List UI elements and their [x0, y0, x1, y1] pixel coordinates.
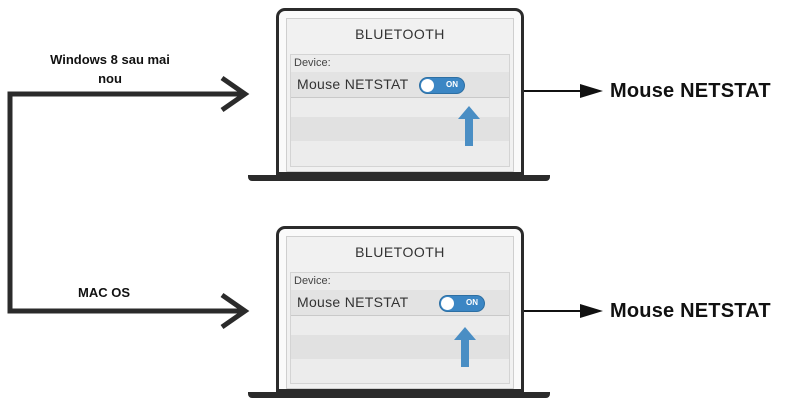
toggle-state: ON — [446, 80, 458, 89]
empty-row — [291, 335, 509, 359]
bluetooth-toggle[interactable]: ON — [439, 295, 485, 312]
device-panel: Device: Mouse NETSTAT ON — [290, 272, 510, 384]
bluetooth-toggle[interactable]: ON — [419, 77, 465, 94]
laptop-screen: BLUETOOTH Device: Mouse NETSTAT ON — [286, 236, 514, 389]
windows-label: Windows 8 sau mai nou — [50, 52, 170, 86]
mac-os-label: MAC OS — [78, 285, 130, 300]
laptop-lid: BLUETOOTH Device: Mouse NETSTAT ON — [276, 226, 524, 392]
bracket-connector — [7, 91, 242, 314]
windows-arrowhead — [220, 75, 250, 113]
device-name: Mouse NETSTAT — [297, 76, 409, 92]
result-label-bottom: Mouse NETSTAT — [610, 300, 771, 322]
result-arrowhead-bottom — [580, 304, 603, 318]
result-arrowhead-top — [580, 84, 603, 98]
laptop-mac: BLUETOOTH Device: Mouse NETSTAT ON — [248, 226, 550, 398]
device-name: Mouse NETSTAT — [297, 294, 409, 310]
device-label: Device: — [294, 275, 331, 287]
laptop-screen: BLUETOOTH Device: Mouse NETSTAT ON — [286, 18, 514, 172]
bluetooth-title: BLUETOOTH — [355, 26, 445, 42]
bluetooth-title: BLUETOOTH — [355, 244, 445, 260]
toggle-knob — [441, 297, 454, 310]
laptop-base — [248, 392, 550, 398]
up-arrow-icon — [458, 106, 480, 146]
device-row[interactable]: Mouse NETSTAT ON — [291, 72, 509, 98]
device-panel: Device: Mouse NETSTAT ON — [290, 54, 510, 167]
mac-arrowhead — [220, 292, 250, 330]
up-arrow-icon — [454, 327, 476, 367]
device-row[interactable]: Mouse NETSTAT ON — [291, 290, 509, 316]
device-label: Device: — [294, 57, 331, 69]
laptop-base — [248, 175, 550, 181]
result-label-top: Mouse NETSTAT — [610, 80, 771, 102]
laptop-windows: BLUETOOTH Device: Mouse NETSTAT ON — [248, 8, 550, 190]
laptop-lid: BLUETOOTH Device: Mouse NETSTAT ON — [276, 8, 524, 175]
toggle-knob — [421, 79, 434, 92]
toggle-state: ON — [466, 298, 478, 307]
